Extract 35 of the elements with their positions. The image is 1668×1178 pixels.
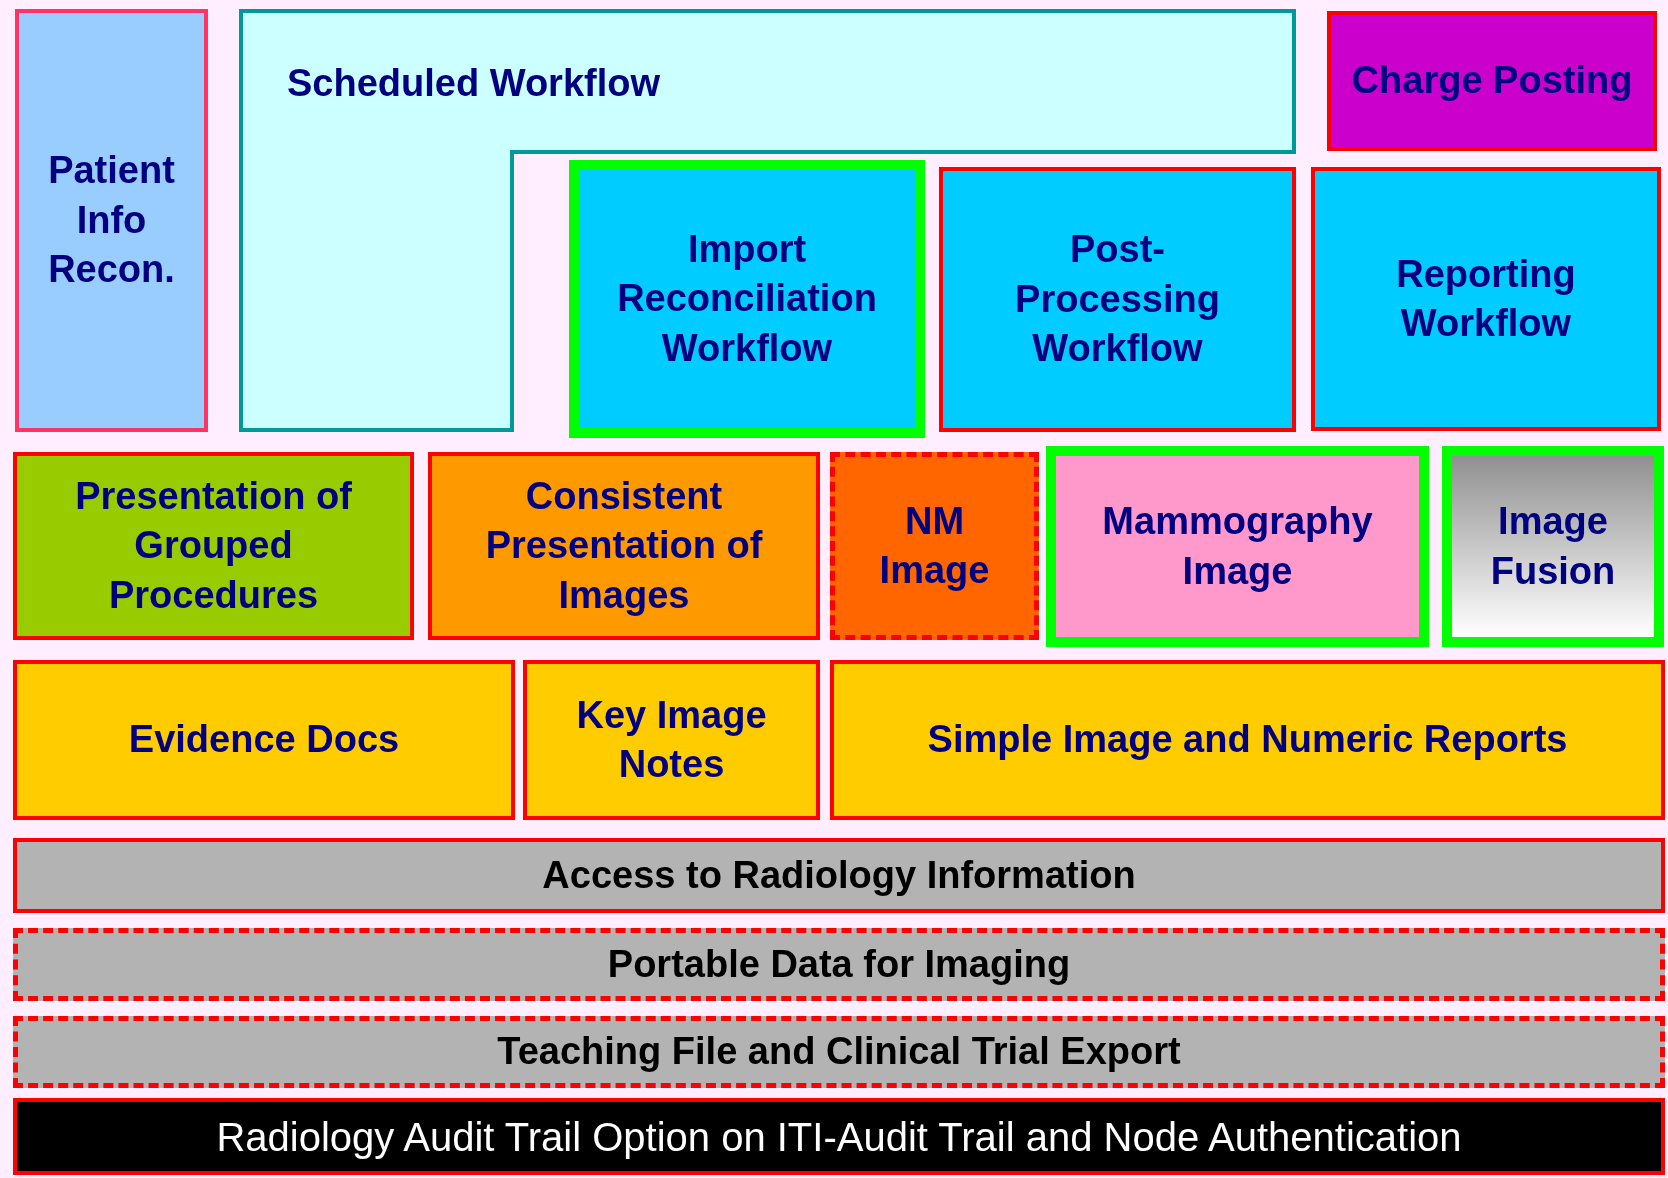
process-box [939,167,1296,432]
box-label: Reporting Workflow [1395,251,1577,346]
box-label: Portable Data for Imaging [607,941,1071,987]
box-label: Radiology Audit Trail Option on ITI-Audit Trail and Node Authentication [216,1113,1462,1161]
process-box [1442,446,1664,647]
process-box [13,660,515,820]
layer-bar [13,1098,1665,1175]
box-label: Post-Processing Workflow [1014,227,1221,372]
process-box [1046,446,1429,647]
layer-bar [13,1016,1665,1088]
box-label: Consistent Presentation of Images [484,473,764,618]
layer-bar [13,838,1665,913]
box-label: Simple Image and Numeric Reports [927,717,1568,763]
process-box [428,452,820,640]
process-box [830,660,1665,820]
box-label: Image Fusion [1489,499,1617,594]
box-label: Import Reconciliation Workflow [616,226,878,371]
process-box [1311,167,1661,431]
box-label: Scheduled Workflow [287,61,660,106]
box-label: Evidence Docs [128,717,400,763]
process-box [1327,11,1657,151]
process-box [523,660,820,820]
box-label: Teaching File and Clinical Trial Export [497,1029,1181,1075]
box-label: Patient Info Recon. [47,148,176,293]
box-label: Access to Radiology Information [542,852,1136,898]
box-label: Key Image Notes [575,692,768,787]
layer-bar [13,928,1665,1001]
box-label: NM Image [878,498,991,593]
process-box [15,9,208,432]
box-label: Charge Posting [1351,58,1633,104]
process-box [569,160,925,438]
box-label: Presentation of Grouped Procedures [74,473,353,618]
process-box [13,452,414,640]
process-box [830,452,1039,640]
box-label: Mammography Image [1101,499,1374,594]
